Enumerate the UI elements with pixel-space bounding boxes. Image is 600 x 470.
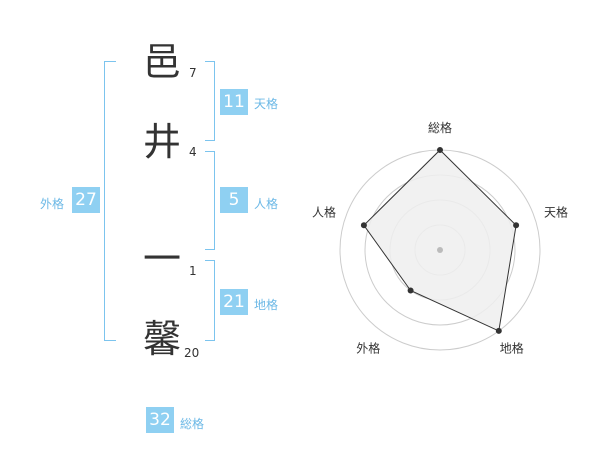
- gaikaku-bracket: [104, 61, 116, 341]
- radar-axis-label-1: 総格: [428, 120, 452, 135]
- jinkaku-label: 人格: [254, 197, 279, 211]
- radar-axis-label-5: 人格: [312, 204, 336, 219]
- chikaku-value: 21: [220, 289, 248, 315]
- radar-point-1: [437, 147, 443, 153]
- soukaku-value: 32: [146, 407, 174, 433]
- name-char-4: 馨: [143, 317, 182, 361]
- radar-axis-label-2: 天格: [544, 204, 568, 219]
- radar-center: [437, 247, 443, 253]
- stroke-count-3: 1: [189, 264, 197, 278]
- name-char-1: 邑: [143, 40, 182, 84]
- name-char-2: 井: [143, 120, 182, 164]
- radar-axis-label-4: 外格: [356, 341, 380, 356]
- tenkaku-bracket: [205, 61, 215, 141]
- radar-point-3: [495, 327, 502, 334]
- radar-point-5: [360, 222, 367, 229]
- chikaku-label: 地格: [254, 298, 279, 312]
- tenkaku-value: 11: [220, 89, 248, 115]
- radar-polygon: [363, 149, 517, 332]
- gaikaku-value: 27: [72, 187, 100, 213]
- radar-point-2: [513, 222, 520, 229]
- stroke-count-1: 7: [189, 66, 197, 80]
- stroke-count-2: 4: [189, 145, 197, 159]
- gaikaku-label: 外格: [40, 197, 65, 211]
- soukaku-label: 総格: [180, 417, 205, 431]
- name-char-3: 一: [143, 237, 182, 281]
- radar-point-4: [407, 287, 414, 294]
- radar-axis-label-3: 地格: [500, 341, 524, 356]
- chikaku-bracket: [205, 260, 215, 341]
- jinkaku-value: 5: [220, 187, 248, 213]
- stroke-count-4: 20: [184, 346, 200, 360]
- tenkaku-label: 天格: [254, 97, 279, 111]
- jinkaku-bracket: [205, 151, 215, 250]
